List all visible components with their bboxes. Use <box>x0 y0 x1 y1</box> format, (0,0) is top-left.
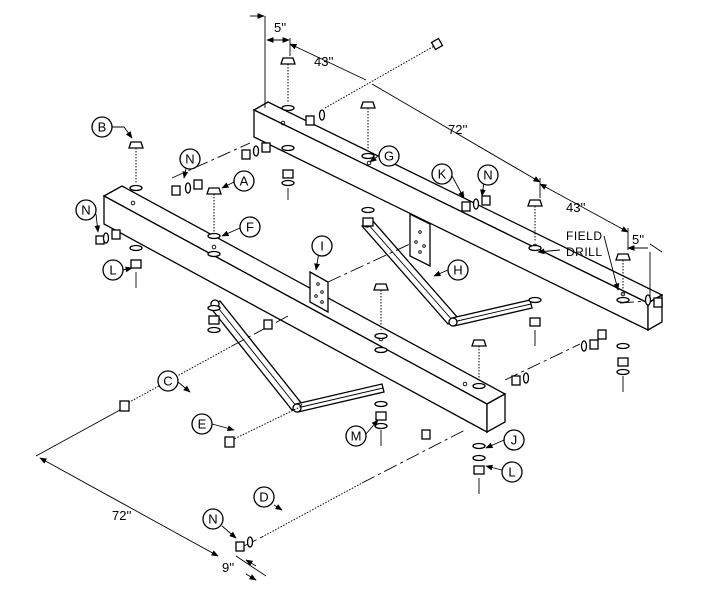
svg-text:J: J <box>511 433 518 448</box>
callout-e: E <box>191 413 213 435</box>
bolt-top-left <box>280 57 296 200</box>
callout-leaders <box>94 126 505 539</box>
bolt-back-right <box>615 253 631 392</box>
plate-front <box>309 270 329 314</box>
callout-m: M <box>345 425 367 447</box>
callout-l-1: L <box>102 259 124 281</box>
rod-d <box>261 482 363 538</box>
callout-a: A <box>233 170 255 192</box>
bolt-front-right <box>471 339 487 494</box>
callout-j: J <box>503 429 525 451</box>
field-drill-note-line1: FIELD <box>566 229 603 243</box>
rod-e <box>224 406 301 448</box>
svg-text:N: N <box>81 203 90 218</box>
brace-front <box>209 299 385 413</box>
svg-text:A: A <box>240 174 249 189</box>
callout-k: K <box>431 163 453 185</box>
field-drill-note-line2: DRILL <box>566 245 603 259</box>
svg-text:L: L <box>508 465 515 480</box>
svg-text:L: L <box>109 263 116 278</box>
svg-text:C: C <box>163 374 172 389</box>
svg-text:F: F <box>246 220 254 235</box>
callout-n-1: N <box>179 148 201 170</box>
bolt-front-left-lower <box>207 304 221 334</box>
svg-text:D: D <box>259 490 268 505</box>
svg-text:M: M <box>351 429 362 444</box>
svg-text:E: E <box>198 417 207 432</box>
svg-text:H: H <box>453 263 462 278</box>
dim-top-span: 43'' <box>314 54 333 69</box>
dim-right-span: 43'' <box>566 200 585 215</box>
dimension-lines <box>35 13 663 581</box>
callout-h: H <box>447 259 469 281</box>
svg-text:N: N <box>208 512 217 527</box>
callout-f: F <box>239 216 261 238</box>
svg-text:K: K <box>438 167 447 182</box>
bolt-b <box>128 141 144 288</box>
back-beam <box>252 101 664 332</box>
bolt-a <box>206 187 222 258</box>
callout-d: D <box>253 486 275 508</box>
svg-text:N: N <box>483 168 492 183</box>
side-hardware <box>95 109 663 552</box>
dim-beam-length: 72'' <box>448 122 467 137</box>
callout-i: I <box>311 235 333 257</box>
callout-b: B <box>91 116 113 138</box>
top-threaded-rod <box>324 37 444 109</box>
dim-top-offset: 5'' <box>274 20 286 35</box>
front-beam <box>102 185 507 434</box>
callout-n-4: N <box>202 508 224 530</box>
rod-c <box>119 345 233 412</box>
bolt-center <box>373 283 389 354</box>
dim-left-span: 72'' <box>112 508 131 523</box>
bolt-front-m <box>374 400 388 446</box>
brace-back <box>360 218 533 327</box>
dim-right-offset: 5'' <box>632 232 644 247</box>
svg-text:B: B <box>98 120 107 135</box>
callout-n-3: N <box>477 164 499 186</box>
callout-c: C <box>157 370 179 392</box>
plate-back <box>409 212 431 268</box>
bolt-back-mid-lower <box>361 206 375 227</box>
svg-text:I: I <box>320 239 324 254</box>
svg-text:N: N <box>185 152 194 167</box>
svg-text:G: G <box>384 149 394 164</box>
callout-n-2: N <box>75 199 97 221</box>
callout-l-2: L <box>501 461 523 483</box>
dim-bottom-offset: 9'' <box>222 560 234 575</box>
callout-g: G <box>378 145 400 167</box>
bolt-top-mid <box>360 101 376 160</box>
